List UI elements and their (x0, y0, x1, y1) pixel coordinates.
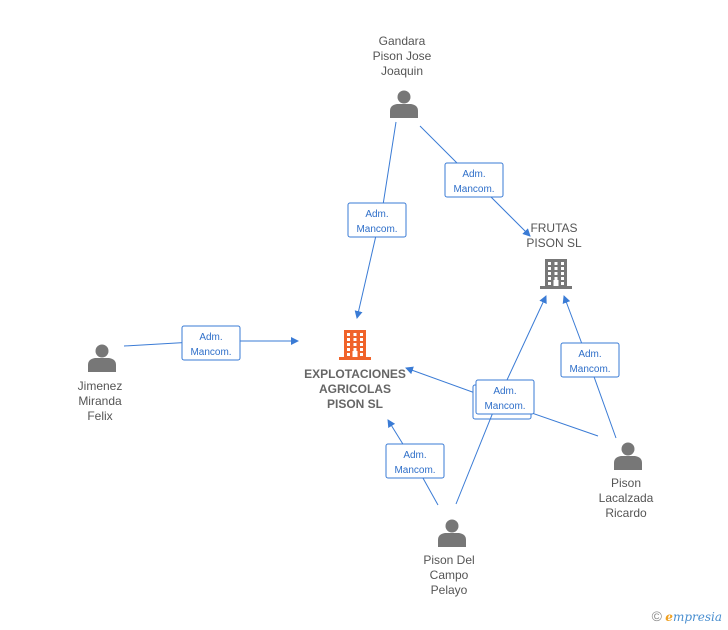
edge-label-text: Mancom. (484, 401, 525, 412)
edge-label-text: Mancom. (453, 184, 494, 195)
edge-label-text: Mancom. (190, 347, 231, 358)
edge-delcampo-to-frutas: Adm. Mancom. (455, 295, 547, 505)
edge-label-text: Adm. (578, 349, 601, 360)
edge-label-box (475, 379, 535, 415)
edge-label-text: Adm. (403, 450, 426, 461)
node-label: Gandara (379, 34, 426, 48)
node-label: Pison Del (423, 553, 474, 567)
edge-label-text: Adm. (365, 209, 388, 220)
node-label: PISON SL (526, 236, 582, 250)
edge-gandara-to-explotaciones: Adm. Mancom. (347, 121, 407, 319)
node-label: Pison Jose (373, 49, 432, 63)
edge-delcampo-to-explotaciones: Adm. Mancom. (385, 419, 445, 506)
edge-lacalzada-to-frutas: Adm. Mancom. (560, 295, 620, 439)
edge-label-text: Mancom. (569, 364, 610, 375)
edge-label-text: Mancom. (356, 224, 397, 235)
node-label: PISON SL (327, 397, 383, 411)
edge-label-text: Adm. (493, 386, 516, 397)
watermark: © empresia (652, 608, 722, 624)
edge-label-box (444, 162, 504, 198)
person-icon (390, 90, 418, 118)
edge-label-text: Mancom. (394, 465, 435, 476)
node-label: Ricardo (605, 506, 647, 520)
node-label: Lacalzada (599, 491, 654, 505)
person-icon (88, 344, 116, 372)
edges-layer: Adm. Mancom. Adm. Mancom. Adm. Mancom. Adm. Man… (123, 121, 620, 506)
node-label: FRUTAS (530, 221, 577, 235)
edge-label-box (385, 443, 445, 479)
node-label: Jimenez (78, 379, 123, 393)
edge-gandara-to-frutas: Adm. Mancom. (419, 125, 531, 237)
node-label: Joaquin (381, 64, 423, 78)
edge-label-box (181, 325, 241, 361)
person-icon (614, 442, 642, 470)
copyright-symbol: © (651, 608, 662, 624)
node-label: Pison (611, 476, 641, 490)
node-label: Miranda (78, 394, 122, 408)
edge-label-text: Adm. (462, 169, 485, 180)
node-label: EXPLOTACIONES (304, 367, 406, 381)
brand-logo: empresia (665, 610, 722, 624)
edge-jimenez-to-explotaciones: Adm. Mancom. (123, 325, 299, 361)
node-label: Campo (430, 568, 469, 582)
edge-label-box (560, 342, 620, 378)
edge-label-box (347, 202, 407, 238)
edge-label-text: Adm. (199, 332, 222, 343)
person-icon (438, 519, 466, 547)
node-label: Felix (87, 409, 112, 423)
node-label: Pelayo (431, 583, 468, 597)
building-icon (540, 259, 572, 289)
building-icon (339, 330, 371, 360)
node-label: AGRICOLAS (319, 382, 391, 396)
